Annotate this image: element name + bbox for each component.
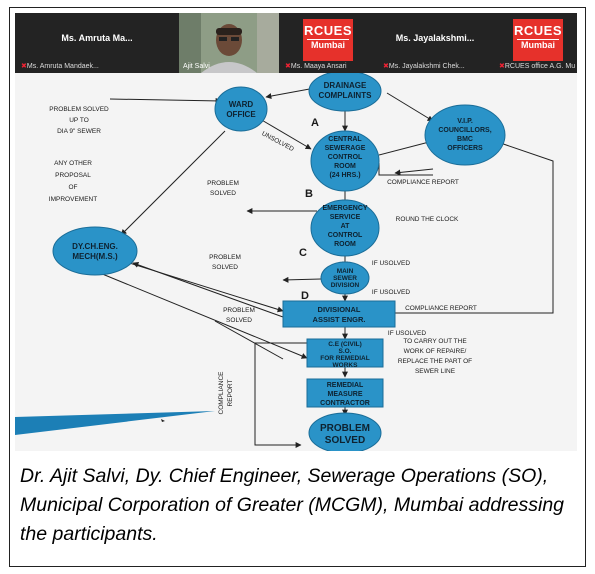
compliance-top-text: COMPLIANCE REPORT [387,179,459,186]
participant-label: Ms. Amruta Mandaek... [21,62,177,70]
participant-label: Ajit Salvi [183,63,210,70]
participant-name: Ms. Amruta Ma... [61,33,133,43]
decorative-wedge [15,411,215,435]
divisional-box [282,300,396,328]
emergency-service-oval [310,199,380,257]
participant-tile-jayalakshmi[interactable]: Ms. Jayalakshmi... Ms. Jayalakshmi Chek.… [377,13,493,73]
participant-strip: Ms. Amruta Ma... Ms. Amruta Mandaek... A… [15,13,577,73]
dych-label: DY.CH.ENG.MECH(M.S.) [72,242,118,261]
dych-eng-oval [52,226,138,276]
contractor-box [306,378,384,408]
problem-solved-oval [308,412,382,451]
logo-text-line1: RCUES [303,23,352,38]
rcues-logo: RCUES Mumbai [303,19,353,61]
if-unsolved-text-2: IF USOLVED [372,289,410,296]
letter-c: C [299,247,307,259]
so-box [306,338,384,368]
participant-tile-rcues-1[interactable]: RCUES Mumbai Ms. Maaya Ansari [279,13,377,73]
video-call-screenshot: Ms. Amruta Ma... Ms. Amruta Mandaek... A… [15,13,577,451]
if-unsolved-text-3: IF USOLVED [388,330,426,337]
speaker-video-feed [179,13,279,73]
ward-office-oval [214,86,268,132]
logo-text-line2: Mumbai [307,39,349,51]
letter-b: B [305,188,313,200]
participant-tile-amruta[interactable]: Ms. Amruta Ma... Ms. Amruta Mandaek... [15,13,179,73]
if-unsolved-text-1: IF USOLVED [372,260,410,267]
participant-name: Ms. Jayalakshmi... [395,33,475,43]
photo-caption: Dr. Ajit Salvi, Dy. Chief Engineer, Sewe… [20,465,565,545]
participant-tile-rcues-2[interactable]: RCUES Mumbai RCUES office A.G. Mu... [493,13,577,73]
drainage-complaints-oval [308,73,382,112]
compliance-mid-text: COMPLIANCE REPORT [405,305,477,312]
logo-text-line1: RCUES [513,23,562,38]
mouse-cursor-icon [161,419,165,422]
letter-d: D [301,290,309,302]
control-room-oval [310,130,380,192]
councillors-oval [424,104,506,166]
main-sewer-oval [320,261,370,295]
round-clock-text: ROUND THE CLOCK [396,216,459,223]
letter-a: A [311,117,319,129]
participant-label: Ms. Maaya Ansari [285,62,375,70]
logo-text-line2: Mumbai [517,39,559,51]
participant-label: RCUES office A.G. Mu... [499,62,575,70]
participant-label: Ms. Jayalakshmi Chek... [383,62,491,70]
rcues-logo: RCUES Mumbai [513,19,563,61]
participant-video-ajit-salvi[interactable]: Ajit Salvi [179,13,279,73]
